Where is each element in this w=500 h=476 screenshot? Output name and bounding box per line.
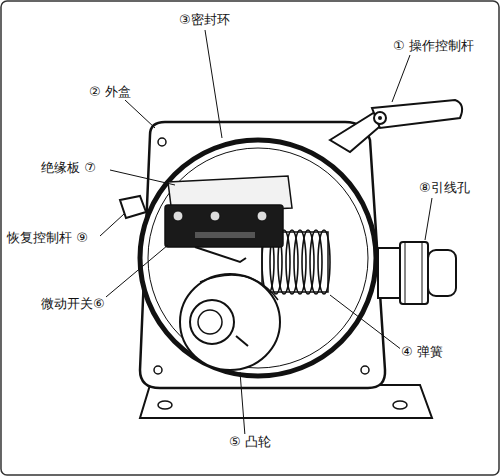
switch-plate (195, 232, 255, 238)
terminal-screw (257, 211, 267, 221)
base-plate (140, 385, 432, 418)
leader-line (100, 245, 168, 302)
operating-lever (372, 100, 462, 128)
cable-gland-cap (428, 250, 456, 296)
mount-hole (158, 401, 172, 409)
gland-edge (405, 242, 406, 304)
lever-pivot (374, 112, 386, 124)
part-label: ⑧引线孔 (418, 180, 471, 196)
seal-ring (140, 140, 376, 376)
cam-boss (190, 300, 234, 344)
terminal-screw (210, 211, 220, 221)
cam-edge (200, 275, 278, 300)
part-label: ④ 弹簧 (400, 344, 444, 360)
part-label: ① 操作控制杆 (392, 38, 475, 54)
screw-hole (154, 366, 162, 374)
cam (180, 274, 280, 370)
mount-hole (393, 401, 407, 409)
terminal-screw (173, 211, 183, 221)
leader-line (110, 170, 175, 185)
part-label: ③密封环 (178, 12, 231, 28)
screw-hole (158, 138, 166, 146)
leader-line (425, 198, 432, 240)
leader-line (392, 55, 410, 102)
gland-edge (422, 242, 423, 304)
part-label: ⑤ 凸轮 (228, 434, 272, 450)
leader-line (330, 295, 402, 350)
leader-line (125, 100, 155, 128)
leader-lines (100, 30, 432, 436)
cable-gland-body (378, 248, 400, 298)
leader-line (240, 372, 245, 436)
leader-line (100, 214, 124, 236)
part-label: 恢复控制杆 ⑨ (6, 230, 89, 246)
switch-actuator (195, 247, 246, 262)
housing (140, 122, 385, 388)
leader-line (205, 30, 222, 138)
cam-pin (236, 336, 248, 346)
microswitch (165, 205, 283, 247)
part-label: 绝缘板 ⑦ (40, 160, 97, 176)
part-label: ② 外盒 (88, 84, 132, 100)
screw-hole (361, 366, 369, 374)
cable-gland-nut (400, 242, 428, 304)
part-label: 微动开关⑥ (40, 296, 106, 312)
operating-lever-arm (330, 112, 385, 152)
shaft (198, 310, 222, 334)
lever-pivot-pin (378, 116, 382, 120)
spring-coil (318, 230, 330, 294)
